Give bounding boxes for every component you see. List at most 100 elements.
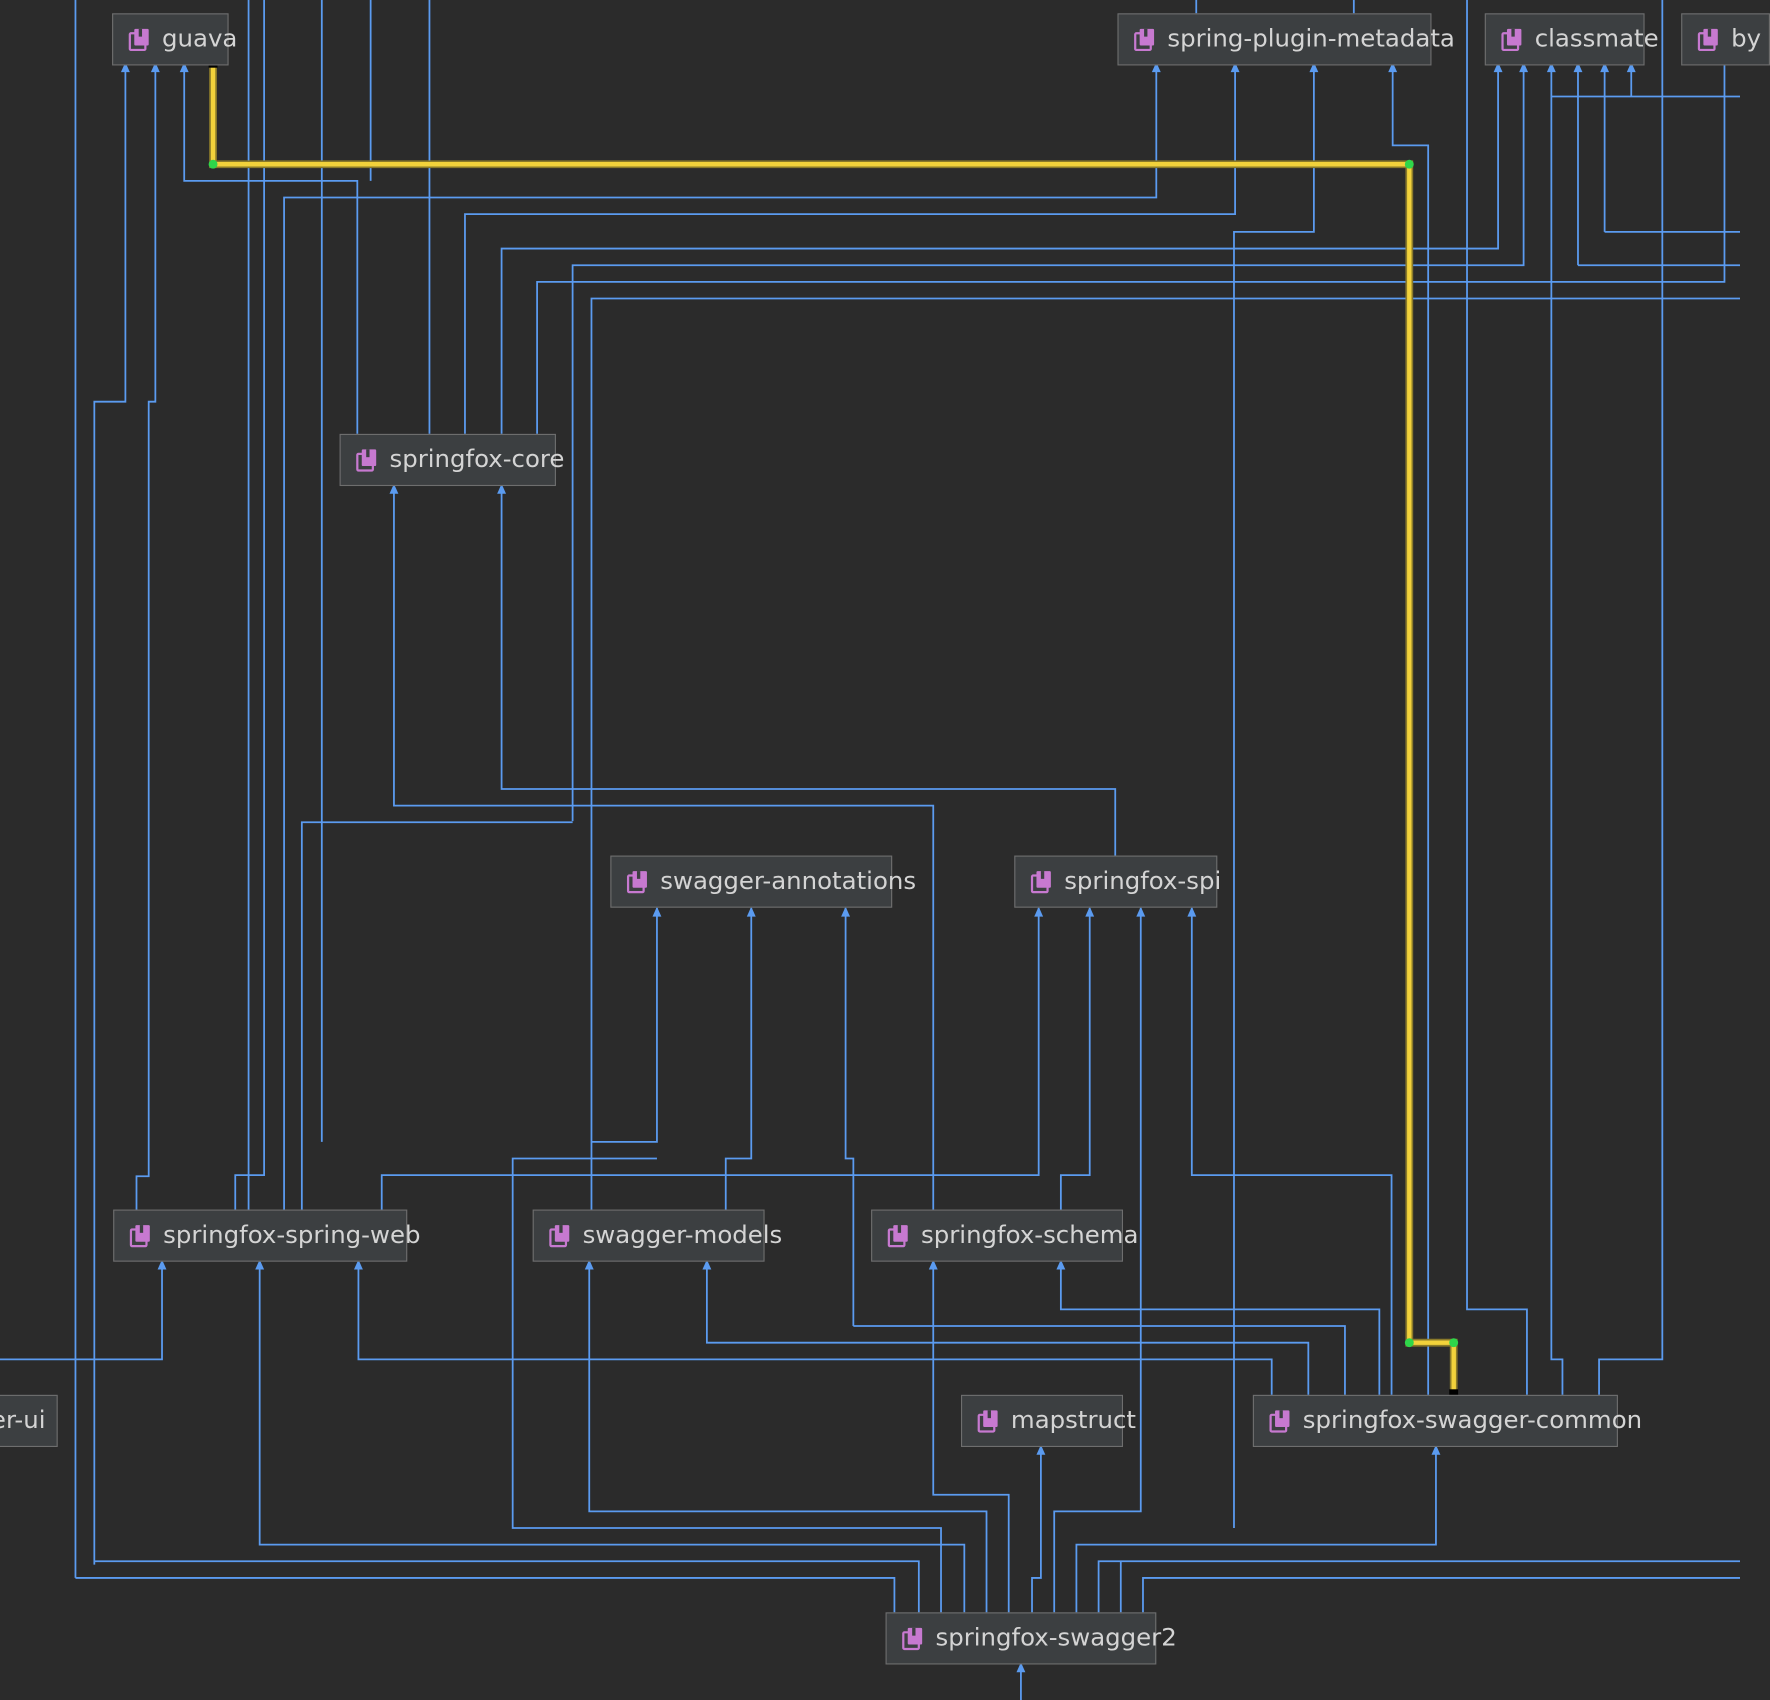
dependency-edge[interactable] — [1059, 1260, 1381, 1395]
node-label: spring-plugin-metadata — [1167, 25, 1455, 54]
node-label: springfox-spi — [1064, 867, 1222, 896]
edge-arrowhead — [1187, 906, 1197, 917]
highlighted-edge-outline — [209, 63, 1458, 1395]
edge-bend-handle[interactable] — [208, 159, 218, 169]
dependency-edge[interactable] — [393, 484, 935, 1210]
library-icon — [128, 1223, 152, 1247]
highlighted-edge[interactable] — [210, 63, 1456, 1395]
node-label: swagger-models — [582, 1221, 783, 1250]
edge-arrowhead — [1034, 906, 1044, 917]
node-label: springfox-swagger2 — [935, 1624, 1177, 1653]
dependency-edge[interactable] — [500, 484, 1117, 856]
dependency-edge[interactable] — [183, 63, 359, 434]
edge-endpoint-handle[interactable] — [1449, 1389, 1459, 1399]
edge-arrowhead — [746, 906, 756, 917]
node-byte-buddy-partial[interactable]: by — [1681, 13, 1770, 66]
dependency-edge[interactable] — [1598, 0, 1664, 1395]
edge-arrowhead — [652, 906, 662, 917]
dependency-edge[interactable] — [1233, 63, 1315, 1529]
edge-arrowhead — [1600, 62, 1610, 73]
node-mapstruct[interactable]: mapstruct — [960, 1394, 1136, 1447]
dependency-edge[interactable] — [571, 63, 1525, 822]
node-springfox-spring-web[interactable]: springfox-spring-web — [113, 1209, 420, 1262]
dependency-edge[interactable] — [464, 63, 1236, 434]
node-swagger-models[interactable]: swagger-models — [532, 1209, 782, 1262]
dependency-edge[interactable] — [300, 821, 573, 1210]
dependency-edge[interactable] — [75, 1577, 896, 1613]
dependency-edge[interactable] — [1190, 907, 1393, 1395]
library-icon — [1132, 27, 1156, 51]
dependency-edge[interactable] — [588, 1260, 988, 1613]
node-label: guava — [162, 25, 238, 54]
dependency-edge[interactable] — [1391, 63, 1430, 1395]
dependency-edge[interactable] — [283, 63, 1158, 1210]
dependency-edge[interactable] — [932, 1260, 1010, 1613]
node-springfox-swagger-common[interactable]: springfox-swagger-common — [1252, 1394, 1642, 1447]
dependency-edge[interactable] — [853, 1325, 1346, 1395]
edge-arrowhead — [1626, 62, 1636, 73]
node-spring-plugin-metadata[interactable]: spring-plugin-metadata — [1117, 13, 1455, 66]
node-label: springfox-core — [389, 446, 565, 474]
node-label: er-ui — [0, 1407, 46, 1435]
dependency-edge[interactable] — [705, 1260, 1310, 1395]
node-springfox-schema[interactable]: springfox-schema — [871, 1209, 1138, 1262]
dependency-edge[interactable] — [1075, 1445, 1437, 1613]
dependency-edge[interactable] — [234, 0, 265, 1210]
dependency-edge[interactable] — [258, 1260, 966, 1613]
node-springfox-spi[interactable]: springfox-spi — [1014, 855, 1221, 908]
edge-arrowhead — [702, 1259, 712, 1270]
dependency-edge[interactable] — [1142, 1577, 1741, 1613]
edge-arrowhead — [841, 906, 851, 917]
node-springfox-swagger2[interactable]: springfox-swagger2 — [885, 1612, 1177, 1665]
edge-arrowhead — [150, 62, 160, 73]
library-icon — [547, 1223, 571, 1247]
dependency-edge[interactable] — [844, 907, 855, 1327]
node-label: mapstruct — [1010, 1407, 1136, 1435]
node-swagger-annotations[interactable]: swagger-annotations — [610, 855, 916, 908]
dependency-edge[interactable] — [94, 1560, 920, 1613]
edge-arrowhead — [928, 1259, 938, 1270]
library-icon — [1267, 1409, 1291, 1433]
edge-bend-handle[interactable] — [1449, 1338, 1459, 1348]
dependency-edge[interactable] — [380, 907, 1040, 1210]
dependency-edge[interactable] — [1550, 63, 1564, 1395]
dependency-edge[interactable] — [1466, 0, 1528, 1395]
dependency-edge[interactable] — [135, 63, 157, 1210]
dependency-edge[interactable] — [93, 63, 127, 1565]
dependency-edge[interactable] — [724, 907, 753, 1210]
node-classmate[interactable]: classmate — [1484, 13, 1659, 66]
dependency-edge[interactable] — [1097, 1560, 1741, 1613]
dependency-edge[interactable] — [357, 1260, 1273, 1395]
edge-arrowhead — [157, 1259, 167, 1270]
dependency-edge[interactable] — [536, 63, 1726, 434]
edge-arrowhead — [120, 62, 130, 73]
edge-arrowhead — [1519, 62, 1529, 73]
node-guava[interactable]: guava — [112, 13, 237, 66]
library-icon — [1029, 869, 1053, 893]
node-springfox-core[interactable]: springfox-core — [339, 433, 564, 487]
edge-arrowhead — [1151, 62, 1161, 73]
edge-arrowhead — [255, 1259, 265, 1270]
dependency-edge[interactable] — [591, 907, 658, 1143]
edge-bend-handle[interactable] — [1404, 159, 1414, 169]
library-icon — [625, 869, 649, 893]
library-icon — [900, 1626, 924, 1650]
node-swagger-ui-partial[interactable]: er-ui — [0, 1394, 58, 1447]
edge-arrowhead — [584, 1259, 594, 1270]
dependency-edge[interactable] — [1053, 907, 1142, 1613]
edge-bend-handle[interactable] — [1404, 1338, 1414, 1348]
dependency-edge[interactable] — [1059, 907, 1091, 1210]
edge-arrowhead — [1493, 62, 1503, 73]
edge-arrowhead — [1431, 1444, 1441, 1455]
node-label: classmate — [1534, 25, 1659, 54]
dependency-edge[interactable] — [500, 63, 1499, 434]
dependency-edge[interactable] — [1031, 1445, 1042, 1613]
edge-arrowhead — [1388, 62, 1398, 73]
dependency-edge[interactable] — [590, 297, 1741, 1210]
library-icon — [1499, 27, 1523, 51]
dependency-edge[interactable] — [511, 1157, 942, 1613]
dependency-edge[interactable] — [0, 1260, 163, 1361]
edge-arrowhead — [1546, 62, 1556, 73]
edge-arrowhead — [1056, 1259, 1066, 1270]
